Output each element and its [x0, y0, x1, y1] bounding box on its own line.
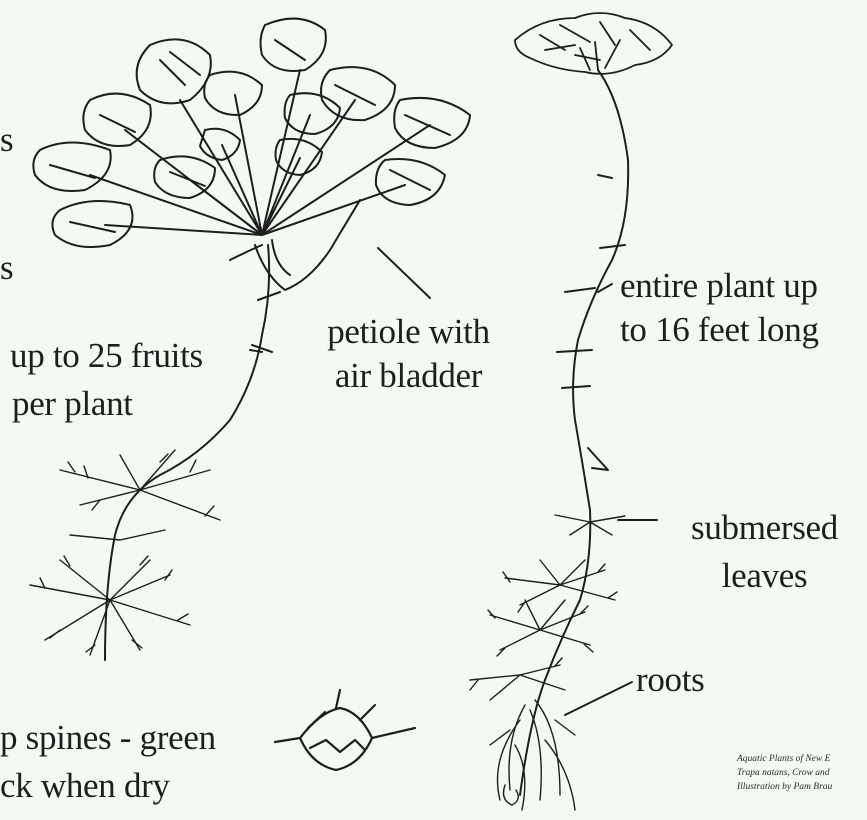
partial-label-s-middle: s	[0, 248, 13, 288]
petiole-label-line1: petiole with	[306, 312, 511, 352]
roots-label: roots	[636, 660, 705, 700]
submersed-label-line1: submersed	[662, 508, 867, 548]
spines-label-line1: p spines - green	[0, 718, 216, 758]
partial-label-s-top: s	[0, 120, 13, 160]
submersed-label-line2: leaves	[662, 556, 867, 596]
fruits-label-line2: per plant	[12, 384, 133, 424]
floating-leaf-rosette	[33, 19, 470, 290]
left-stem	[105, 245, 280, 660]
roots	[490, 700, 575, 810]
credit-line1: Aquatic Plants of New E	[737, 754, 830, 766]
fruits-leader-line	[250, 350, 262, 352]
entire-plant-label-line2: to 16 feet long	[620, 310, 819, 350]
fruits-label-line1: up to 25 fruits	[10, 336, 203, 376]
petiole-leader-line	[378, 248, 430, 298]
credit-line2: Trapa natans, Crow and	[737, 768, 830, 780]
left-submersed-leaves	[30, 450, 220, 655]
entire-plant-label-line1: entire plant up	[620, 266, 818, 306]
spiny-fruit	[275, 690, 415, 770]
petiole-label-line2: air bladder	[306, 356, 511, 396]
right-rosette	[515, 13, 672, 74]
credit-line3: Illustration by Pam Brau	[737, 782, 832, 794]
right-stem	[520, 70, 628, 795]
spines-label-line2: ck when dry	[0, 766, 170, 806]
roots-leader-line	[565, 682, 632, 715]
